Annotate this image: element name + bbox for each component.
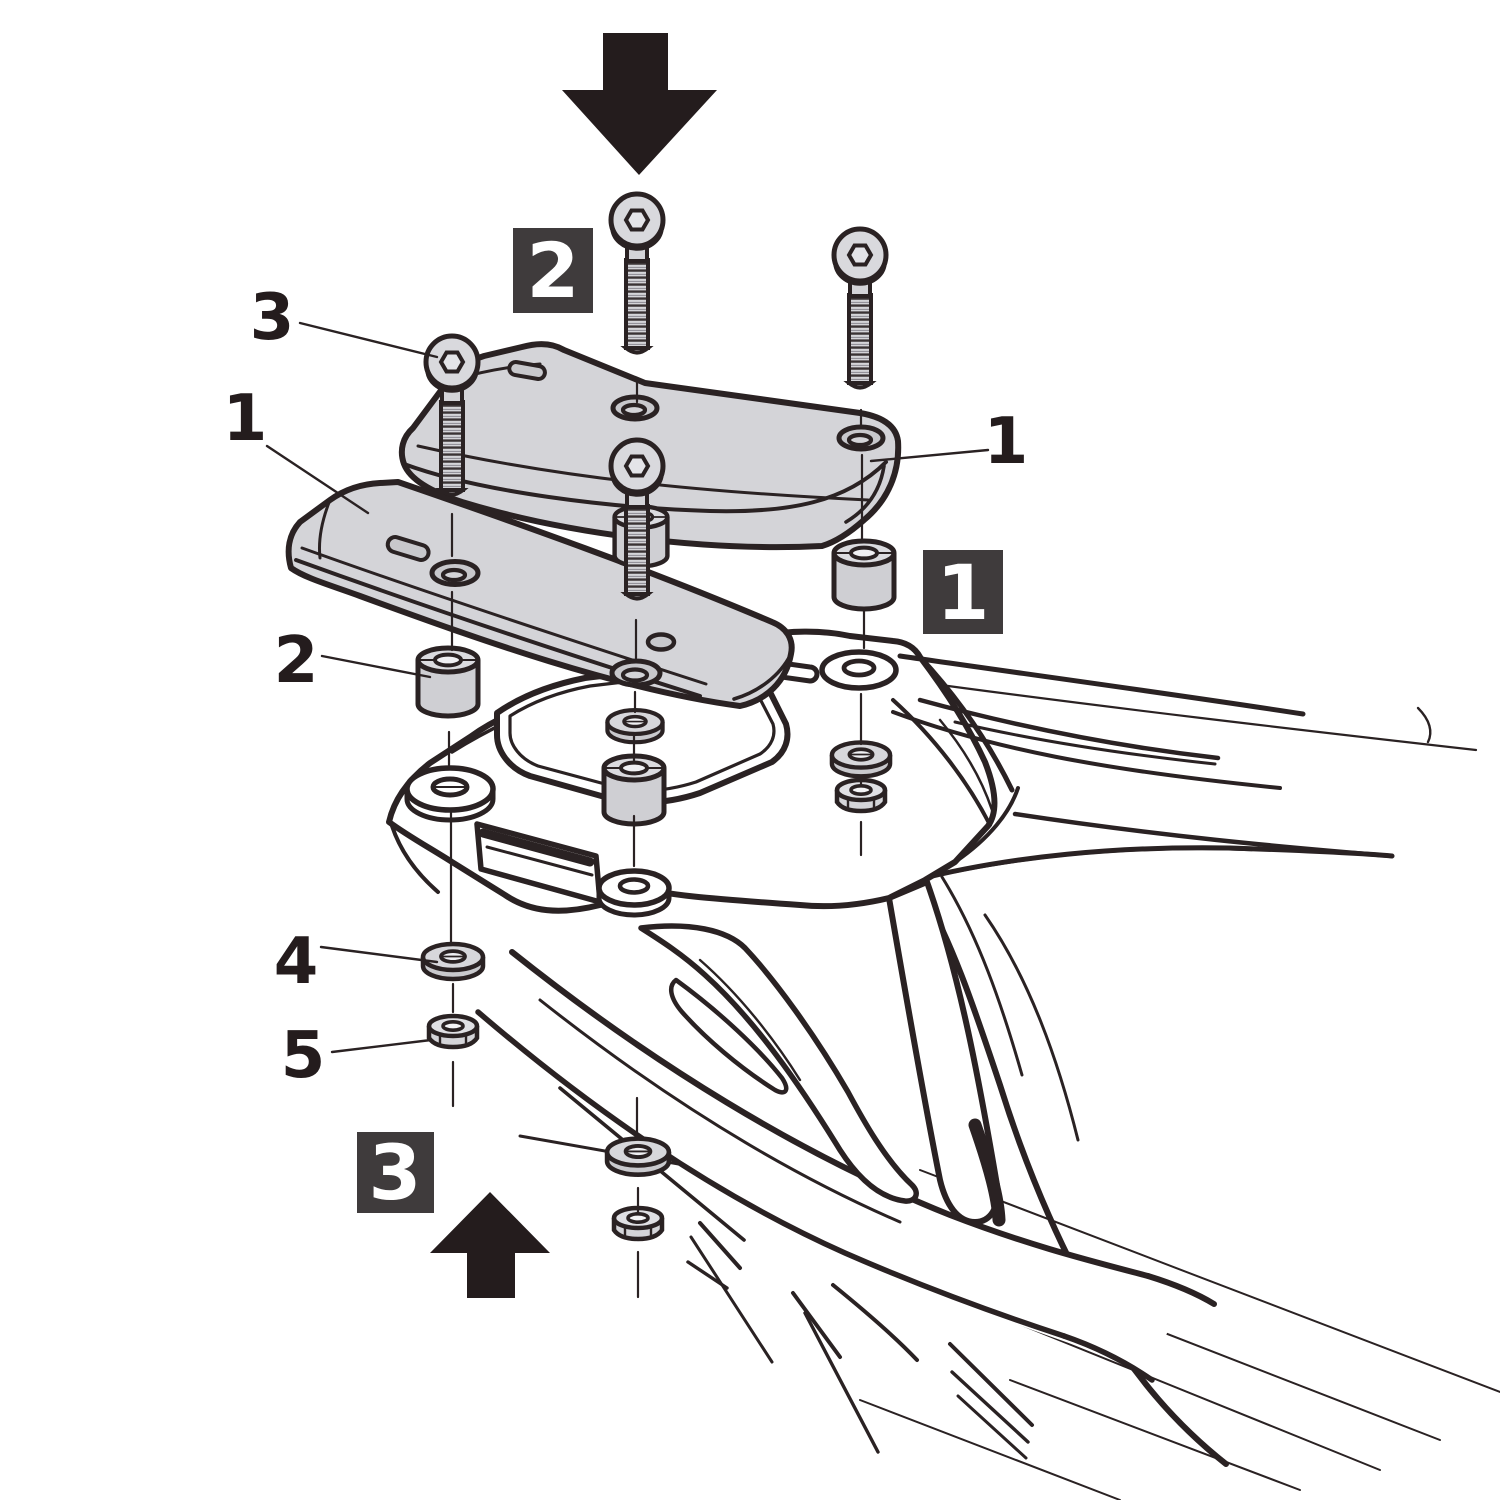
upper-plate-hole-center	[610, 394, 660, 422]
screw-top-center	[611, 194, 663, 353]
lower-plate-small-hole	[645, 632, 677, 652]
press-down-arrow-icon	[562, 33, 717, 175]
leader-part1-right	[869, 448, 990, 463]
rack-top-platform	[386, 628, 1306, 1204]
part-callout-3: 3	[250, 281, 295, 355]
spacer-left	[418, 648, 478, 716]
washer-bottom	[607, 1139, 669, 1175]
motorcycle-tail-outline	[913, 811, 1395, 1467]
step-badge-2: 2	[513, 226, 593, 315]
callout-leader-lines	[265, 321, 990, 1054]
screw-top-right	[834, 229, 886, 388]
part-callout-1-left: 1	[223, 382, 268, 456]
push-up-arrow-icon	[430, 1192, 550, 1298]
lower-plate-hole-center	[609, 658, 663, 688]
step-badge-2-number: 2	[527, 226, 580, 315]
step-badge-1-number: 1	[937, 548, 990, 637]
lower-plate-slot-hole	[385, 535, 431, 562]
leader-part1-left	[265, 444, 370, 515]
lower-plate-hole-left	[429, 559, 481, 587]
assembly-axis-lines	[447, 376, 866, 1299]
part-callout-5: 5	[281, 1019, 326, 1093]
part-callout-1-right: 1	[984, 405, 1029, 479]
step-badge-3: 3	[357, 1128, 434, 1217]
rack-lower-arm	[475, 949, 1217, 1383]
upper-plate-hole-right	[836, 424, 886, 452]
leader-part4	[319, 945, 439, 964]
spacer-center-large	[604, 756, 664, 824]
leader-part2	[320, 654, 432, 679]
rack-strut	[886, 879, 1006, 1227]
nut-part5	[429, 1016, 477, 1047]
washer-right	[832, 742, 890, 776]
rack-hole-boss-center	[596, 868, 672, 918]
spacer-right	[834, 541, 894, 609]
part-callout-4: 4	[274, 925, 319, 999]
rack-hook-cutout	[638, 923, 919, 1204]
lower-bracket-plate	[285, 479, 795, 709]
leader-part5	[330, 1038, 433, 1054]
leader-part3	[298, 321, 439, 359]
step-badge-1: 1	[923, 548, 1003, 637]
rack-hole-boss-right	[819, 649, 899, 691]
part-callout-2: 2	[274, 624, 319, 698]
upper-plate-slot-hole	[507, 360, 547, 382]
step-badge-3-number: 3	[369, 1128, 422, 1217]
